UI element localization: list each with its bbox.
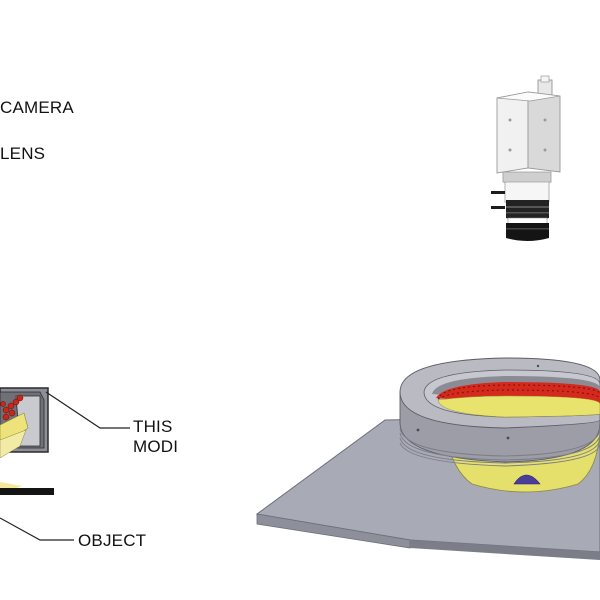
camera-assembly [491,75,561,241]
module-cross-section [0,387,130,541]
ring-light-assembly [255,357,600,560]
label-this-line2: MODI [133,437,179,456]
led-cluster [0,394,24,421]
label-camera: CAMERA [0,98,74,117]
leader-module [45,391,130,429]
label-lens: LENS [0,144,46,163]
object-bar [0,488,54,495]
leader-object [0,517,74,541]
label-object: OBJECT [78,531,147,550]
label-this-line1: THIS [133,417,173,436]
lens [491,191,549,241]
